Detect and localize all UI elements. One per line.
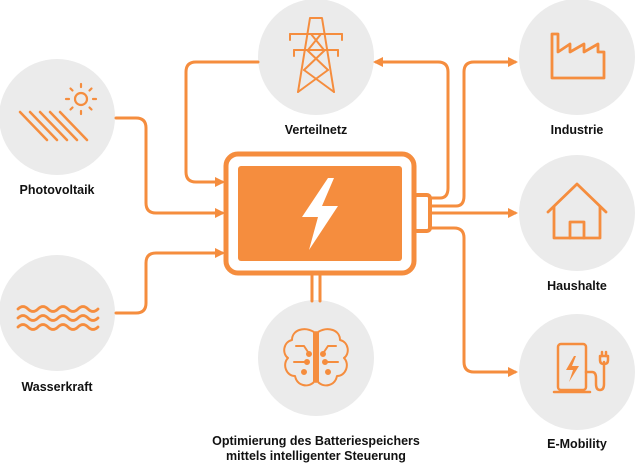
flow-battery-to-verteilnetz <box>373 57 450 200</box>
flow-battery-to-industrie <box>430 57 518 208</box>
factory-icon <box>550 32 606 80</box>
flow-wasserkraft-to-battery <box>114 248 225 315</box>
verteilnetz-label: Verteilnetz <box>284 123 348 137</box>
solar-panel-icon <box>18 110 89 142</box>
flow-battery-to-emobility <box>430 226 518 377</box>
flow-connectors <box>114 57 518 377</box>
haushalte-node <box>519 155 635 271</box>
haushalte-label: Haushalte <box>547 279 607 293</box>
sun-icon <box>64 82 98 116</box>
emobility-node <box>519 314 635 430</box>
industrie-node <box>519 0 635 115</box>
house-icon <box>546 182 608 240</box>
water-waves-icon <box>16 305 100 331</box>
flow-verteilnetz-to-battery <box>184 60 260 187</box>
wasserkraft-label: Wasserkraft <box>21 380 93 394</box>
photovoltaik-node <box>0 59 115 175</box>
power-pylon-icon <box>289 17 343 93</box>
photovoltaik-label: Photovoltaik <box>19 183 95 197</box>
optimierung-label-line1: Optimierung des Batteriespeichers <box>212 434 420 448</box>
wasserkraft-node <box>0 255 115 371</box>
emobility-label: E-Mobility <box>547 437 607 451</box>
flow-photovoltaik-to-battery <box>114 116 225 218</box>
charging-station-icon <box>552 342 610 394</box>
industrie-label: Industrie <box>550 123 604 137</box>
battery-lightning-icon <box>223 151 432 276</box>
optimierung-label: Optimierung des Batteriespeichers mittel… <box>196 434 436 464</box>
brain-circuit-icon <box>283 328 349 387</box>
optimierung-label-line2: mittels intelligenter Steuerung <box>226 449 406 463</box>
